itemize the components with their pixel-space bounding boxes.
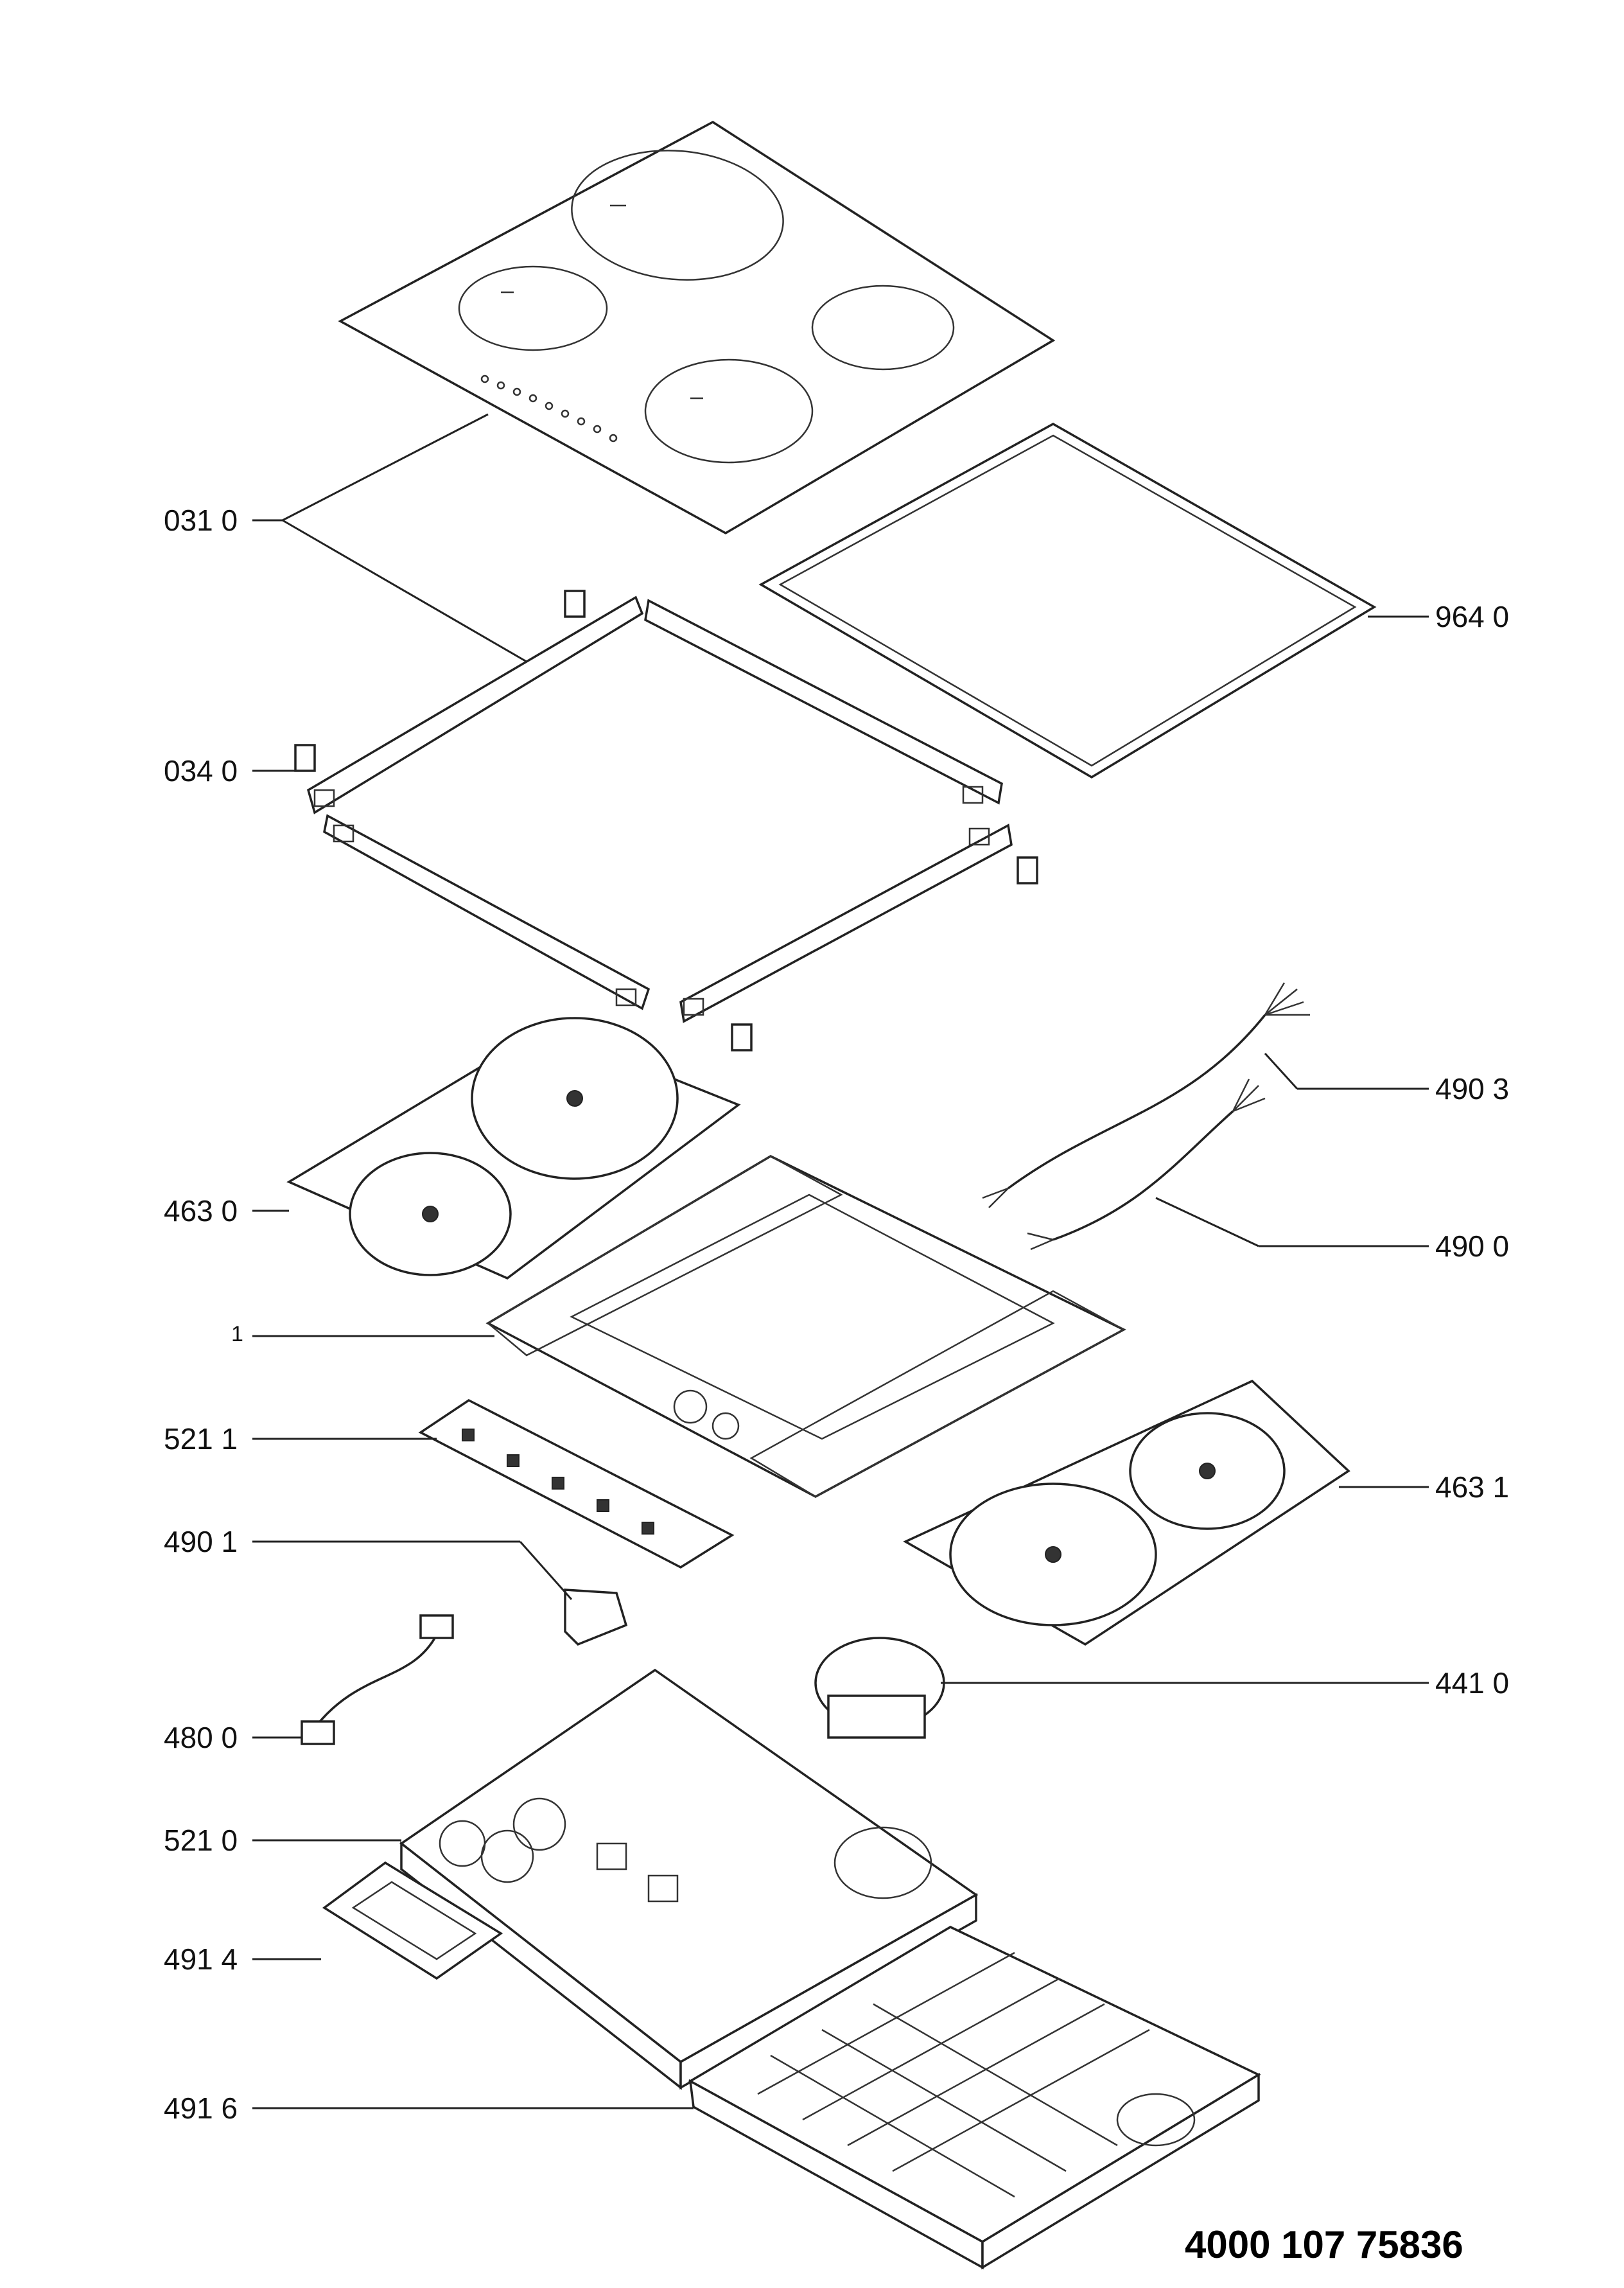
control-board-521-1 [418, 1398, 735, 1569]
label-964-0: 964 0 [1435, 600, 1510, 633]
label-521-0: 521 0 [164, 1824, 238, 1857]
gasket-964-0 [758, 422, 1377, 779]
label-463-0: 463 0 [164, 1194, 238, 1228]
coil-plate-463-1 [903, 1379, 1350, 1646]
label-491-4: 491 4 [164, 1942, 238, 1976]
frame-clips [294, 590, 1038, 1052]
label-463-1: 463 1 [1435, 1470, 1510, 1504]
leader-lines [252, 413, 1429, 2109]
cable-clamp-490-1 [564, 1588, 628, 1646]
cable-490-0 [1027, 1078, 1266, 1251]
glass-top-031-0 [338, 120, 1056, 535]
filter-grille-491-4 [322, 1861, 503, 1980]
label-490-3: 490 3 [1435, 1072, 1510, 1105]
label-490-1: 490 1 [164, 1525, 238, 1558]
control-dots [480, 374, 618, 443]
label-521-1: 521 1 [164, 1422, 238, 1456]
label-031-0: 031 0 [164, 504, 238, 537]
label-480-0: 480 0 [164, 1721, 238, 1754]
power-board-521-0 [399, 1668, 979, 2090]
frame-rails-034-0 [306, 595, 1013, 1023]
fan-441-0 [814, 1637, 945, 1739]
document-number: 4000 107 75836 [1185, 2223, 1463, 2266]
ribbon-cable-480-0 [301, 1614, 454, 1745]
bottom-housing-491-6 [688, 1926, 1261, 2270]
label-034-0: 034 0 [164, 754, 238, 788]
label-1: 1 [231, 1322, 243, 1346]
label-491-6: 491 6 [164, 2091, 238, 2125]
base-plate-1 [485, 1155, 1126, 1498]
coil-plate-463-0 [286, 1017, 741, 1280]
label-490-0: 490 0 [1435, 1229, 1510, 1263]
cable-490-3 [982, 982, 1310, 1208]
label-441-0: 441 0 [1435, 1666, 1510, 1700]
